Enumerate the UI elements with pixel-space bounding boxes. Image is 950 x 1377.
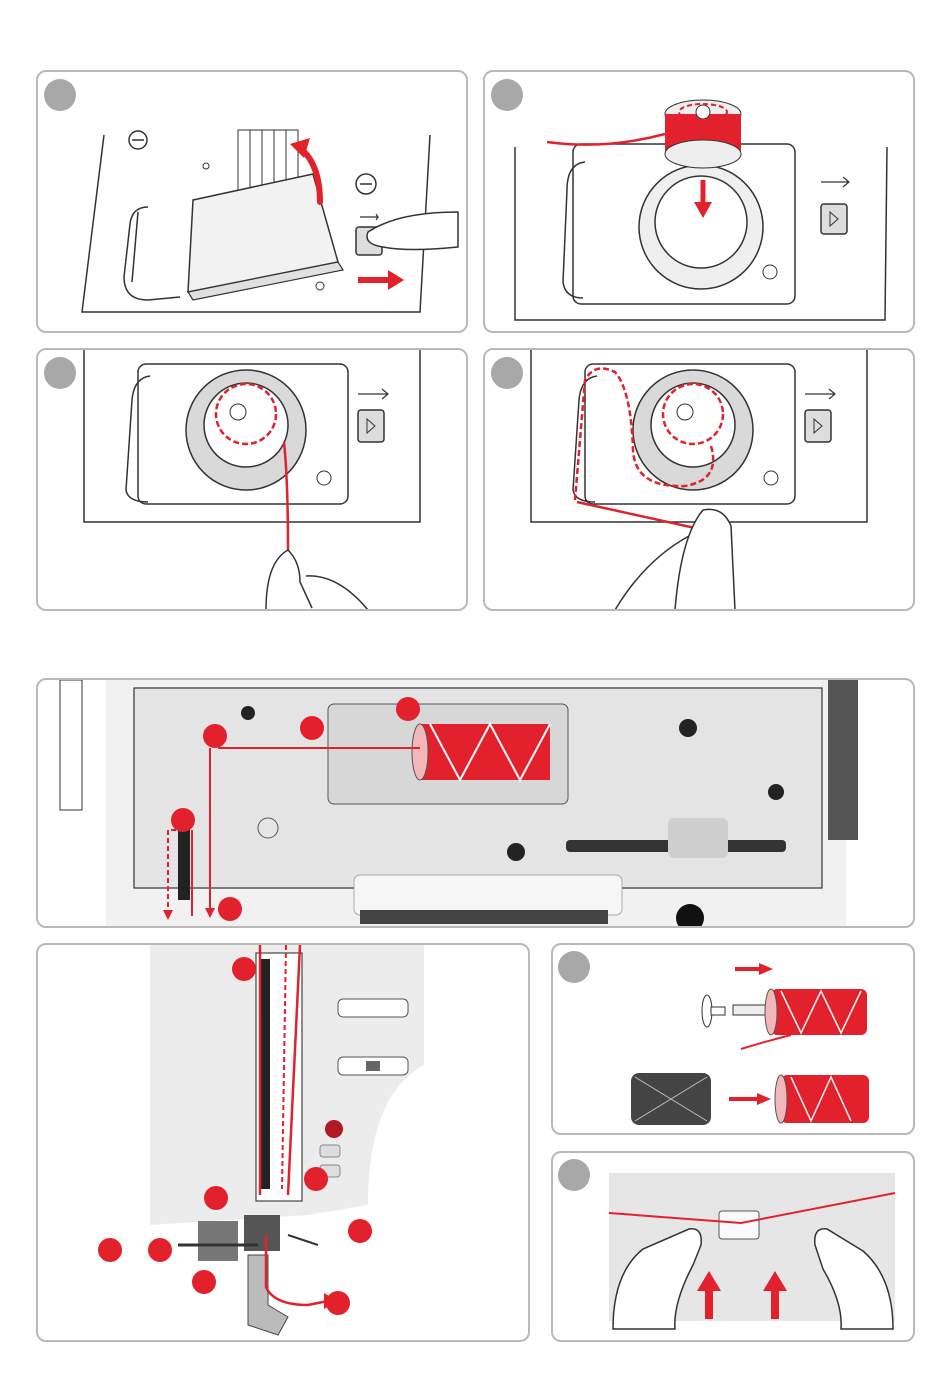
bobbin-insertion-illustration bbox=[485, 72, 915, 333]
thread-point-3 bbox=[203, 724, 227, 748]
top-view-illustration bbox=[38, 680, 915, 928]
thread-point-9 bbox=[348, 1219, 372, 1243]
panel-upper-threading-top-view bbox=[36, 678, 915, 928]
thread-point-1 bbox=[396, 697, 420, 721]
panel-spool-cap-and-net bbox=[551, 943, 915, 1135]
bobbin-thread-guide-illustration bbox=[485, 350, 915, 611]
panel-upper-threading-front-view bbox=[36, 943, 530, 1342]
step-marker-2 bbox=[491, 79, 523, 111]
thread-point-4 bbox=[171, 808, 195, 832]
thread-point-5 bbox=[218, 897, 242, 921]
thread-point-8 bbox=[204, 1186, 228, 1210]
step-marker-5 bbox=[558, 951, 590, 983]
spool-cap-illustration bbox=[553, 945, 915, 1135]
thread-point-2 bbox=[300, 716, 324, 740]
thread-point-11 bbox=[148, 1238, 172, 1262]
thread-point-13 bbox=[326, 1291, 350, 1315]
step-marker-1 bbox=[44, 79, 76, 111]
thread-point-7 bbox=[304, 1167, 328, 1191]
thread-point-10 bbox=[98, 1238, 122, 1262]
panel-thread-guide-detail bbox=[551, 1151, 915, 1342]
thread-point-12 bbox=[192, 1270, 216, 1294]
step-marker-4 bbox=[491, 357, 523, 389]
front-view-illustration bbox=[38, 945, 530, 1342]
step-marker-3 bbox=[44, 357, 76, 389]
bobbin-cover-illustration bbox=[38, 72, 468, 333]
panel-bobbin-insertion bbox=[483, 70, 915, 333]
step-marker-6 bbox=[558, 1159, 590, 1191]
panel-bobbin-thread-guide bbox=[483, 348, 915, 611]
thread-guide-detail-illustration bbox=[553, 1153, 915, 1342]
bobbin-thread-pull-illustration bbox=[38, 350, 468, 611]
panel-bobbin-thread-pull bbox=[36, 348, 468, 611]
thread-point-6 bbox=[232, 957, 256, 981]
panel-bobbin-cover-removal bbox=[36, 70, 468, 333]
